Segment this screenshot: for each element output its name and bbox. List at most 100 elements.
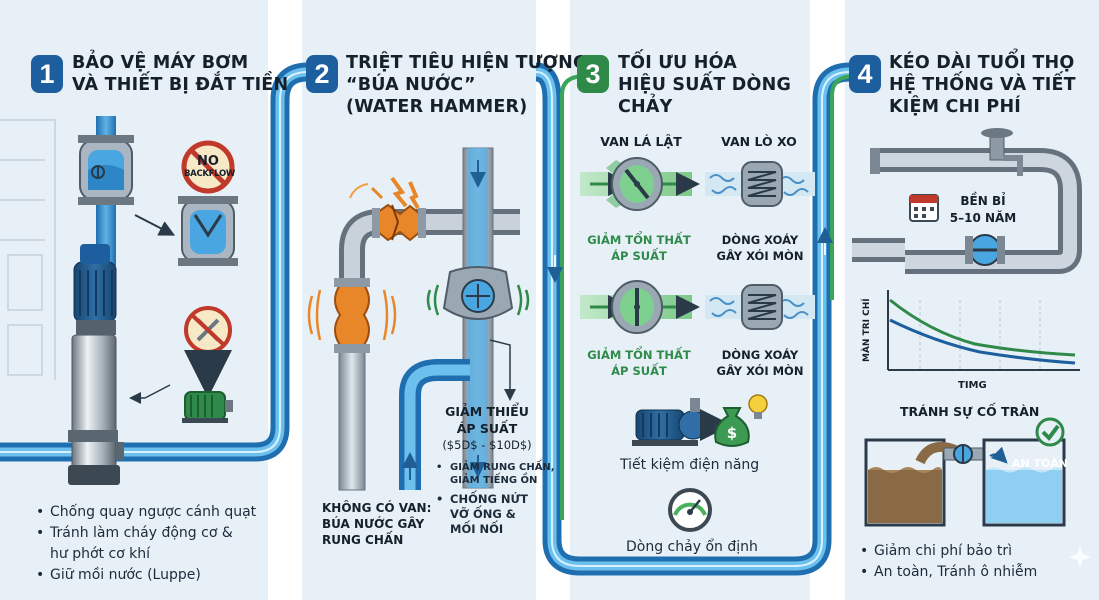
label-line: GÂY XÓI MÒN xyxy=(716,249,804,263)
title-line: “BÚA NƯỚC” xyxy=(346,75,476,95)
panel-4-title: KÉO DÀI TUỔI THỌ HỆ THỐNG VÀ TIẾT KIỆM C… xyxy=(889,52,1076,118)
panel-4-bullets: Giảm chi phí bảo trì An toàn, Tránh ô nh… xyxy=(860,541,1037,583)
label-line: ($5D$ - $10D$) xyxy=(442,438,532,452)
step-number-1: 1 xyxy=(31,55,63,93)
sign-line: BACKFLOW xyxy=(184,169,236,179)
spring-valve-icon-top xyxy=(705,161,815,207)
step-number-4: 4 xyxy=(849,55,881,93)
title-line: KÉO DÀI TUỔI THỌ xyxy=(889,53,1075,73)
overflow-tanks-icon xyxy=(864,438,1066,527)
closed-check-valve-icon xyxy=(178,196,238,266)
cost-decline-chart xyxy=(887,290,1080,371)
overflow-title: TRÁNH SỰ CỐ TRÀN xyxy=(900,404,1040,419)
no-valve-label: KHÔNG CÓ VAN: BÚA NƯỚC GÂY RUNG CHẤN xyxy=(322,500,431,548)
label-line: GIẢM TỔN THẤT xyxy=(587,233,691,247)
label-line: GÂY XÓI MÒN xyxy=(716,364,804,378)
energy-saving-label: Tiết kiệm điện năng xyxy=(620,457,760,473)
bullet-item: GIẢM RUNG CHẤN, GIẢM TIẾNG ỒN xyxy=(436,461,555,487)
flow-gauge-icon xyxy=(668,488,712,532)
energy-saving-pump-icon xyxy=(632,398,732,446)
label-line: RUNG CHẤN xyxy=(322,533,404,547)
title-line: (WATER HAMMER) xyxy=(346,97,528,117)
pump-icon xyxy=(68,116,124,485)
label-line: KHÔNG CÓ VAN: xyxy=(322,501,432,515)
bullet-text: An toàn, Tránh ô nhiễm xyxy=(874,564,1038,580)
title-line: TỐI ƯU HÓA xyxy=(618,53,737,73)
sparkle-icon xyxy=(1069,546,1091,568)
panel-2-title: TRIỆT TIÊU HIỆN TƯỢNG “BÚA NƯỚC” (WATER … xyxy=(346,52,588,118)
panel-3-title: TỐI ƯU HÓA HIỆU SUẤT DÒNG CHẢY xyxy=(618,52,791,118)
label-line: ÁP SUẤT xyxy=(611,249,667,263)
title-line: HỆ THỐNG VÀ TIẾT xyxy=(889,75,1076,95)
label-line: BỀN BỈ xyxy=(960,194,1006,208)
bullet-item: Giảm chi phí bảo trì xyxy=(860,541,1037,562)
building-sketch xyxy=(0,119,56,380)
durability-label: BỀN BỈ 5–10 NĂM xyxy=(948,193,1018,227)
bullet-text: Giảm chi phí bảo trì xyxy=(874,543,1013,559)
flapper-valve-icon-top xyxy=(580,157,700,211)
connector-pipe-2-3 xyxy=(534,62,851,576)
label-line: BÚA NƯỚC GÂY xyxy=(322,517,425,531)
bullet-text: MỐI NỐI xyxy=(450,522,504,536)
label-line: GIẢM THIỂU xyxy=(445,404,529,419)
panel-1-title: BẢO VỆ MÁY BƠM VÀ THIẾT BỊ ĐẮT TIỀN xyxy=(72,52,288,96)
vertical-grey-pipe xyxy=(338,349,366,491)
title-line: TRIỆT TIÊU HIỆN TƯỢNG xyxy=(346,53,588,73)
bullet-item: An toàn, Tránh ô nhiễm xyxy=(860,562,1037,583)
bullet-item: Tránh làm cháy động cơ & hư phớt cơ khí xyxy=(36,523,256,565)
checkmark-icon xyxy=(1035,417,1065,447)
low-pressure-loss-label-bottom: GIẢM TỔN THẤT ÁP SUẤT xyxy=(584,347,694,379)
label-line: DÒNG XOÁY xyxy=(721,233,799,247)
flapper-valve-icon-bottom xyxy=(580,280,700,334)
reduce-pressure-label: GIẢM THIỂU ÁP SUẤT ($5D$ - $10D$) xyxy=(438,403,536,454)
check-valve-icon xyxy=(78,135,134,205)
vibrating-pipe-icon xyxy=(307,278,397,353)
label-line: 5–10 NĂM xyxy=(949,211,1017,225)
cracked-joint-icon xyxy=(372,203,426,242)
low-pressure-loss-label-top: GIẢM TỔN THẤT ÁP SUẤT xyxy=(584,232,694,264)
chart-x-label: TIMG xyxy=(958,380,987,391)
svg-text:$: $ xyxy=(727,424,737,442)
inline-check-valve-icon xyxy=(426,266,530,320)
bullet-text: Giữ mồi nước (Luppe) xyxy=(50,567,201,583)
calendar-icon xyxy=(909,194,939,222)
bullet-text: hư phớt cơ khí xyxy=(50,546,151,562)
light-bulb-icon xyxy=(748,394,768,419)
panel-pump-protection xyxy=(0,0,268,600)
safe-label: AN TOÀN xyxy=(1012,457,1068,470)
sign-line: NO xyxy=(197,154,219,169)
panel-1-bullets: Chống quay ngược cánh quạt Tránh làm chá… xyxy=(36,502,256,586)
bullet-text: Tránh làm cháy động cơ & xyxy=(50,525,233,541)
bullet-text: GIẢM TIẾNG ỒN xyxy=(450,475,538,486)
label-line: ÁP SUẤT xyxy=(456,421,518,436)
turbulence-label-bottom: DÒNG XOÁY GÂY XÓI MÒN xyxy=(712,347,808,379)
title-line: BẢO VỆ MÁY BƠM xyxy=(72,53,249,73)
title-line: HIỆU SUẤT DÒNG xyxy=(618,75,792,95)
step-number-3: 3 xyxy=(577,55,609,93)
connector-pipe-1-2 xyxy=(0,62,332,462)
label-line: DÒNG XOÁY xyxy=(721,348,799,362)
chart-y-label: MÀN TRI CHÍ xyxy=(862,298,872,362)
label-line: GIẢM TỔN THẤT xyxy=(587,348,691,362)
label-line: ÁP SUẤT xyxy=(611,364,667,378)
panel-2-bullets: GIẢM RUNG CHẤN, GIẢM TIẾNG ỒN CHỐNG NỨTVỠ… xyxy=(436,461,555,537)
title-line: KIỆM CHI PHÍ xyxy=(889,97,1022,117)
title-line: CHẢY xyxy=(618,97,673,117)
motor-icon xyxy=(182,391,233,423)
bullet-item: Chống quay ngược cánh quạt xyxy=(36,502,256,523)
burst-icon xyxy=(349,176,420,210)
bullet-text: GIẢM RUNG CHẤN, xyxy=(450,462,555,473)
no-backflow-label: NO BACKFLOW xyxy=(184,154,236,180)
long-life-pipe-icon xyxy=(852,128,1082,274)
no-backflow-icon xyxy=(181,140,235,194)
title-line: VÀ THIẾT BỊ ĐẮT TIỀN xyxy=(72,75,289,95)
bullet-item: Giữ mồi nước (Luppe) xyxy=(36,565,256,586)
flapper-valve-header: VAN LÁ LẬT xyxy=(600,134,682,149)
bullet-text: Chống quay ngược cánh quạt xyxy=(50,504,257,520)
bullet-text: VỠ ỐNG & xyxy=(450,507,516,521)
turbulence-label-top: DÒNG XOÁY GÂY XÓI MÒN xyxy=(712,232,808,264)
money-bag-icon: $ xyxy=(714,407,750,447)
no-reverse-rotation-icon xyxy=(184,306,232,354)
